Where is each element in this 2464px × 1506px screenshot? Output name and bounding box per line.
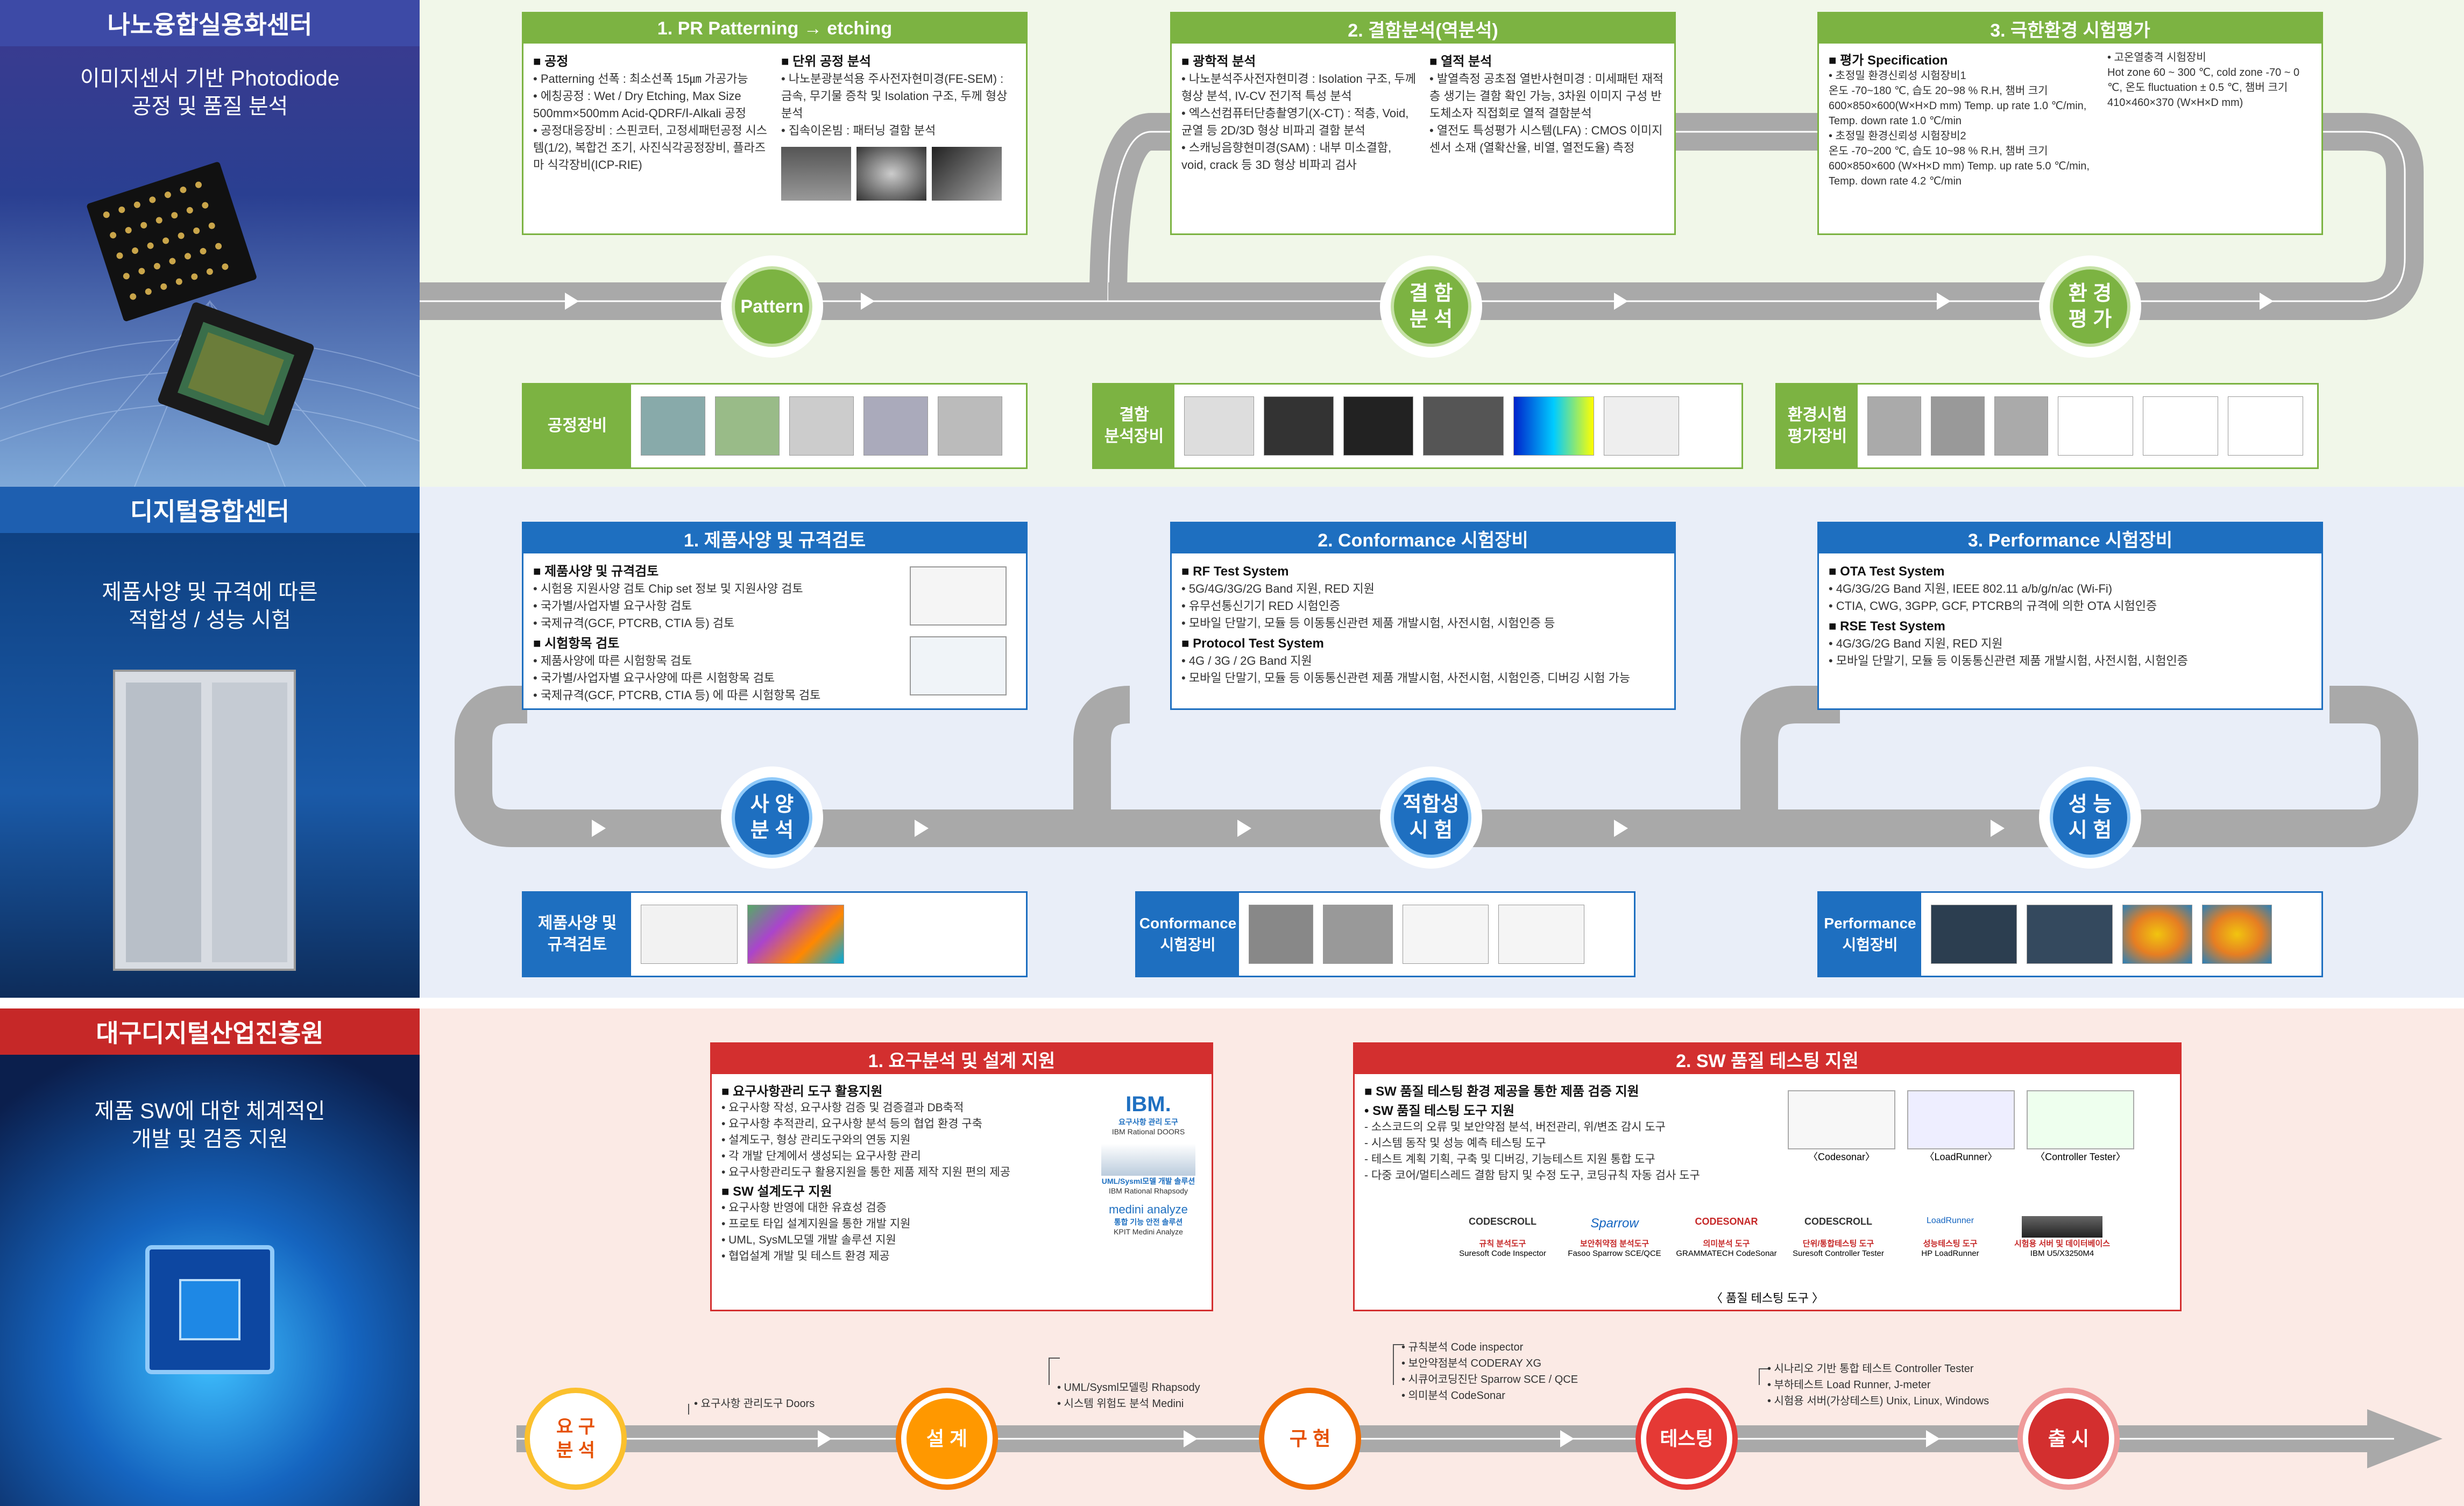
road-arrow [1560,1430,1574,1447]
screenshot-thumb [910,636,1007,695]
step-conformance: 적합성 시 험 [1380,766,1482,869]
step-env: 환 경 평 가 [2039,255,2141,358]
note-implement: • 규칙분석 Code inspector• 보안약점분석 CODERAY XG… [1401,1341,1578,1402]
equip-performance: Performance 시험장비 [1817,891,2323,977]
step-spec: 사 양 분 석 [721,766,823,869]
card-conformance: 2. Conformance 시험장비 ■ RF Test System • 5… [1170,522,1676,710]
step-pattern: Pattern [721,255,823,358]
card-title: 1. 제품사양 및 규격검토 [523,523,1026,553]
process-road [455,686,2418,847]
tools-caption: 〈 품질 테스팅 도구 〉 [1710,1291,1824,1305]
road-arrow [1926,1430,1940,1447]
equip-conformance: Conformance 시험장비 [1135,891,1635,977]
card-title: 3. 극한환경 시험평가 [1819,13,2321,44]
test-rack-icon [113,670,296,971]
card-title: 1. PR Patterning → etching [523,13,1026,44]
step-release: 출 시 [2017,1388,2120,1490]
equip-spec: 제품사양 및 규격검토 [522,891,1028,977]
card-performance: 3. Performance 시험장비 ■ OTA Test System • … [1817,522,2323,710]
card-pr-patterning: 1. PR Patterning → etching ■ 공정 • Patter… [522,12,1028,235]
road-arrow [861,293,875,310]
step-performance: 성 능 시 험 [2039,766,2141,869]
note-design: • UML/Sysml모델링 Rhapsody• 시스템 위험도 분석 Medi… [1057,1382,1200,1410]
step-testing: 테스팅 [1635,1388,1738,1490]
card-requirements: 1. 요구분석 및 설계 지원 ■ 요구사항관리 도구 활용지원 • 요구사항 … [710,1042,1213,1311]
equip-process: 공정장비 [522,383,1028,469]
cpu-chip-icon [145,1245,274,1374]
road-arrow [1237,820,1251,837]
road-arrow [592,820,606,837]
center-title: 디지털융합센터 [0,487,420,533]
tool-screenshots: 〈Codesonar〉 〈LoadRunner〉 〈Controller Tes… [1788,1090,2134,1163]
card-extreme-env: 3. 극한환경 시험평가 ■ 평가 Specification • 초정밀 환경… [1817,12,2323,235]
card-title: 3. Performance 시험장비 [1819,523,2321,553]
equip-env: 환경시험 평가장비 [1775,383,2319,469]
note-testing: • 시나리오 기반 통합 테스트 Controller Tester• 부하테스… [1767,1363,1989,1407]
step-design: 설 계 [896,1388,998,1490]
note-requirements: • 요구사항 관리도구 Doors [694,1398,815,1410]
card-title: 1. 요구분석 및 설계 지원 [712,1044,1212,1074]
process-road [420,113,2424,320]
image-sensor-chip-icon [0,162,420,487]
card-col: ■ 공정 • Patterning 선폭 : 최소선폭 15㎛ 가공가능 • 에… [533,54,768,172]
road-arrow [1184,1430,1198,1447]
road-arrow [1614,820,1628,837]
card-defect-analysis: 2. 결함분석(역분석) ■ 광학적 분석 • 나노분석주사전자현미경 : Is… [1170,12,1676,235]
step-implement: 구 현 [1259,1388,1361,1490]
sem-images [781,147,1016,201]
card-title: 2. 결함분석(역분석) [1172,13,1674,44]
center-title: 나노융합실용화센터 [0,0,420,46]
road-arrow [2260,293,2274,310]
road-arrow [1991,820,2005,837]
center-title: 대구디지털산업진흥원 [0,1008,420,1055]
road-arrow [818,1430,832,1447]
road-arrow [565,293,579,310]
card-title: 2. SW 품질 테스팅 지원 [1355,1044,2180,1074]
road-arrow [915,820,929,837]
road-arrow [1937,293,1951,310]
screenshot-thumb [910,566,1007,626]
card-col: ■ 단위 공정 분석 • 나노분광분석용 주사전자현미경(FE-SEM) : 금… [781,50,1016,201]
card-spec-review: 1. 제품사양 및 규격검토 ■ 제품사양 및 규격검토 • 시험용 지원사양 … [522,522,1028,710]
card-title: 2. Conformance 시험장비 [1172,523,1674,553]
step-requirements: 요 구 분 석 [525,1388,627,1490]
equip-defect: 결함 분석장비 [1092,383,1743,469]
step-defect: 결 함 분 석 [1380,255,1482,358]
road-arrow [1614,293,1628,310]
card-sw-quality: 2. SW 품질 테스팅 지원 ■ SW 품질 테스팅 환경 제공을 통한 제품… [1353,1042,2182,1311]
